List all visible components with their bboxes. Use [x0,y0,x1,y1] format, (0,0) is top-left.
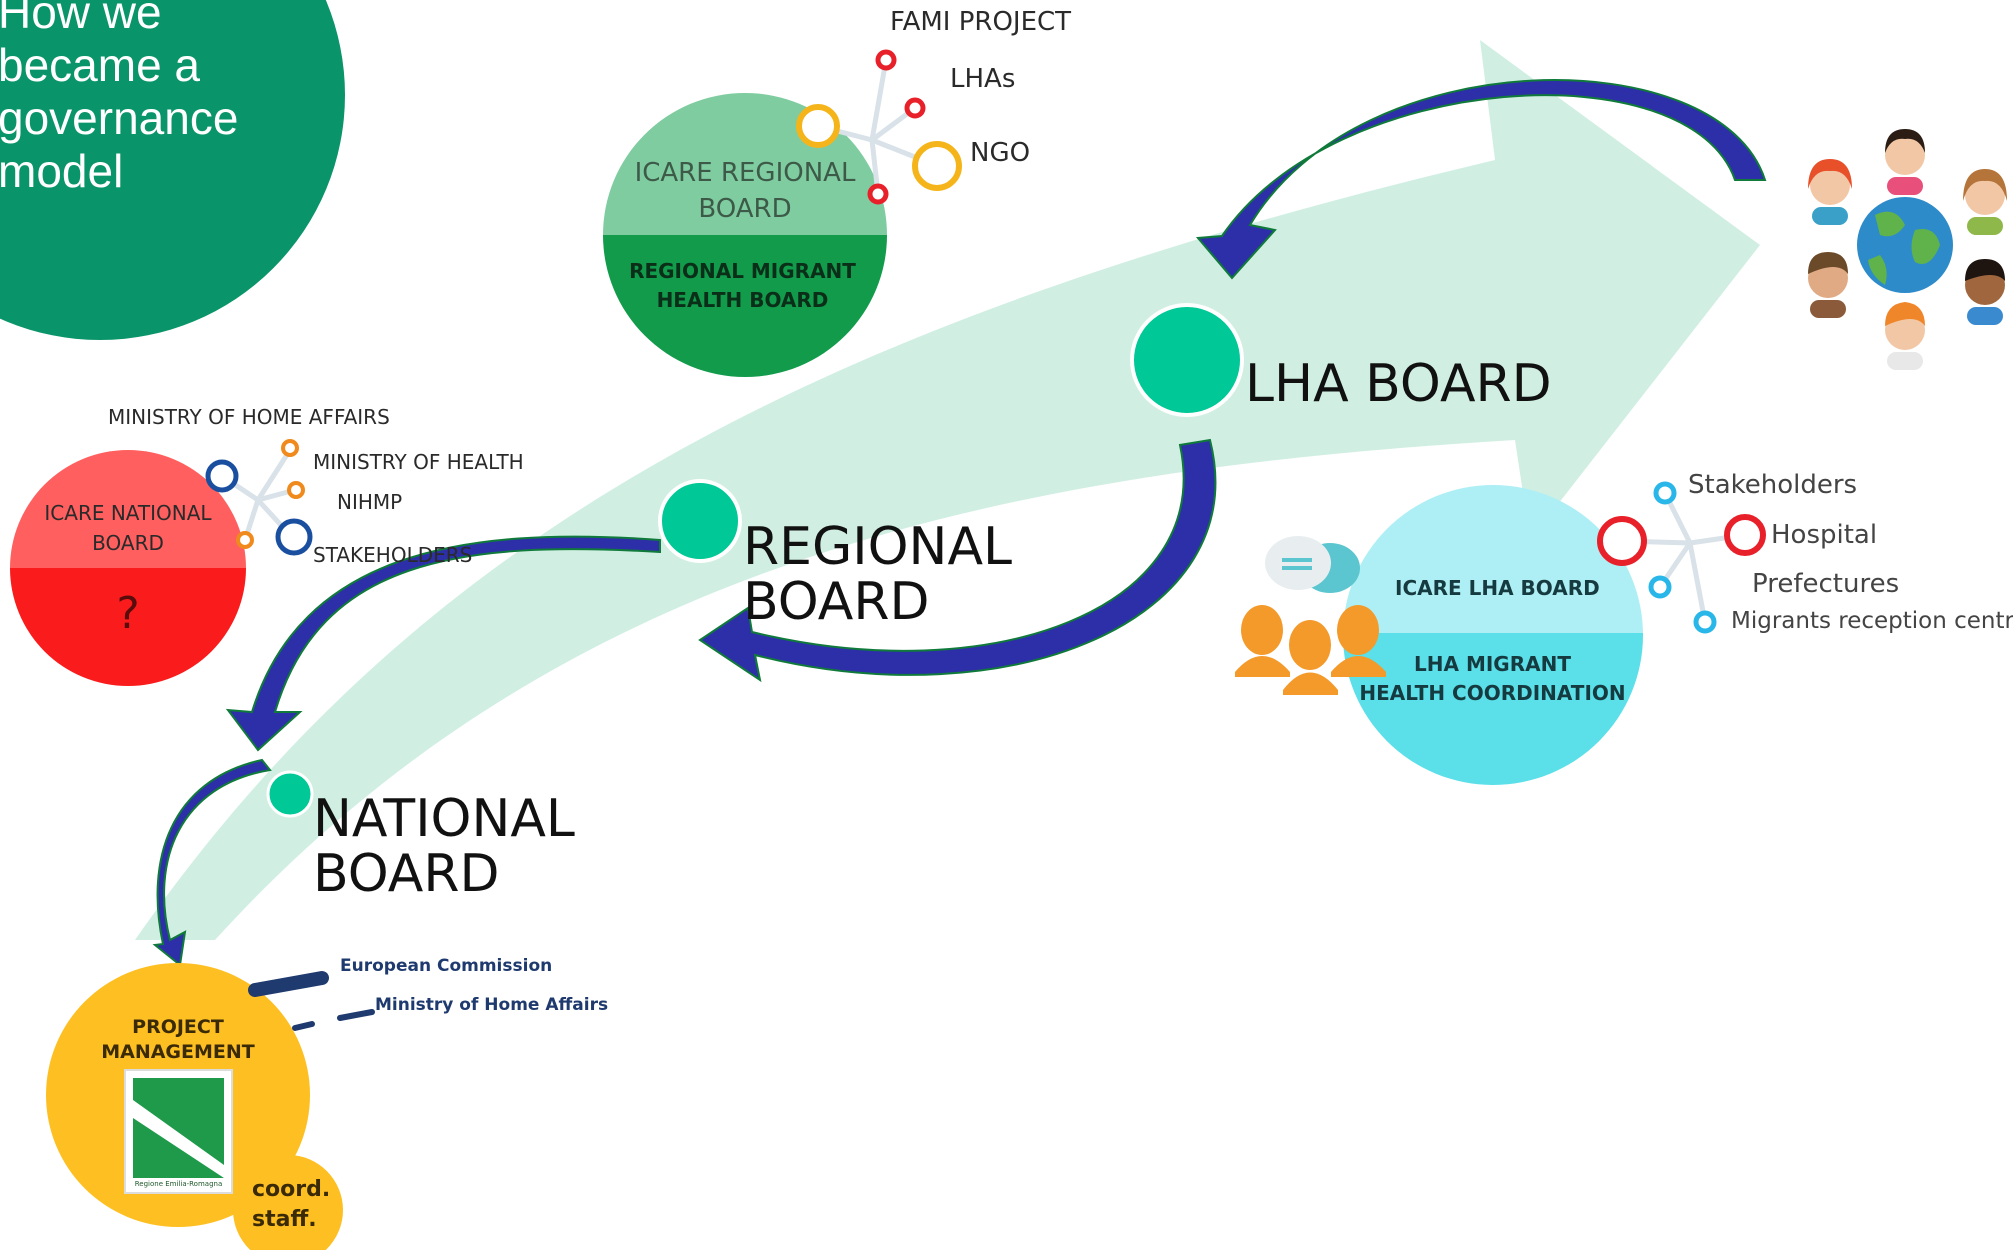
node-label: Migrants reception centre [1731,608,2013,634]
people-icon [1235,605,1386,695]
national-board-bottom-label: ? [116,588,140,639]
node-ring [281,439,299,457]
partner-ministry-home-affairs: Ministry of Home Affairs [375,995,609,1015]
national-board-top-label: ICARE NATIONAL BOARD [44,501,212,555]
node-ring [1724,514,1766,556]
arrow-globe-to-lha [1195,79,1767,280]
lha-board-bottom-label: LHA MIGRANT HEALTH COORDINATION [1359,652,1626,705]
arrow-national-to-project [152,758,272,967]
node-label: MINISTRY OF HEALTH [313,450,524,474]
node-ring [1693,610,1717,634]
partner-lines [248,971,375,1031]
project-management-label: PROJECT MANAGEMENT [101,1016,255,1063]
arrow-regional-to-national [225,535,661,752]
node-ring [1597,516,1647,566]
node-ring [205,459,239,493]
node-ring [867,183,889,205]
region-logo-text: Regione Emilia-Romagna [134,1180,223,1188]
node-label: Hospital [1771,520,1878,550]
curved-arrows [152,79,1767,967]
stage-dot-regional [658,479,742,563]
node-label: NGO [970,138,1031,168]
node-label: Prefectures [1752,569,1900,599]
page-title: How we became a governance model [0,0,239,197]
node-ring [275,518,313,556]
node-ring [875,49,897,71]
node-ring [1653,481,1677,505]
node-label: MINISTRY OF HOME AFFAIRS [108,405,390,429]
node-label: LHAs [950,64,1016,94]
stage-label-national: NATIONAL BOARD [313,789,575,904]
region-logo [124,1069,233,1194]
node-ring [796,104,840,148]
node-ring [904,97,926,119]
regional-board-top-label: ICARE REGIONAL BOARD [634,158,856,224]
node-label: FAMI PROJECT [890,7,1072,37]
node-label: Stakeholders [1688,470,1858,500]
node-ring [236,531,254,549]
node-ring [912,141,962,191]
stage-label-lha: LHA BOARD [1245,354,1552,414]
coord-staff-circle [233,1155,343,1250]
faces-icon [1808,129,2007,370]
regional-board-bottom-label: REGIONAL MIGRANT HEALTH BOARD [629,259,856,312]
chat-bubble-icon [1265,536,1360,593]
stage-dot-national [266,770,314,818]
partner-european-commission: European Commission [340,956,553,976]
node-label: NIHMP [337,490,403,514]
arrow-lha-to-regional [698,438,1217,683]
stage-dot-lha [1130,303,1244,417]
globe-icon [1857,197,1953,293]
title-circle [0,0,345,340]
lha-board-top-label: ICARE LHA BOARD [1395,576,1600,600]
stage-label-regional: REGIONAL BOARD [743,517,1012,632]
node-label: STAKEHOLDERS [313,543,473,567]
coord-staff-label: coord. staff. [252,1177,331,1232]
node-ring [1648,575,1672,599]
flow-arrow [135,40,1760,940]
node-ring [287,481,305,499]
